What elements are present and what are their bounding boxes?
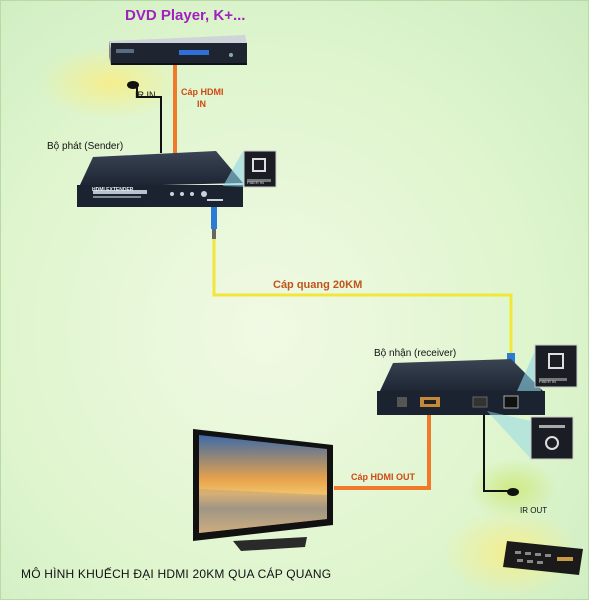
hdmi-in-label-line1: Cáp HDMI <box>181 87 224 97</box>
ir-in-wire <box>136 86 162 153</box>
sender-label: Bộ phát (Sender) <box>47 141 124 152</box>
remote-control-icon <box>503 541 583 575</box>
tv-icon <box>193 429 333 551</box>
sender-brand-text: HDMI EXTENDER <box>92 187 134 193</box>
receiver-ir-callout <box>487 411 574 461</box>
diagram-footer: MÔ HÌNH KHUẾCH ĐẠI HDMI 20KM QUA CÁP QUA… <box>21 567 332 581</box>
receiver-box-icon <box>377 359 545 415</box>
sender-port-text: FIBER IN <box>247 180 264 185</box>
receiver-ir-text: INPUT <box>541 427 553 432</box>
dvd-player-icon <box>109 35 247 65</box>
ir-out-sensor <box>507 488 519 496</box>
receiver-port-callout <box>517 344 578 391</box>
fiber-cable <box>212 226 513 381</box>
sender-port-callout <box>223 150 277 188</box>
hdmi-out-cable <box>334 411 431 490</box>
ir-in-label: IR IN <box>135 90 156 100</box>
ir-out-wire <box>483 409 511 492</box>
ir-in-sensor <box>127 81 139 89</box>
fiber-label: Cáp quang 20KM <box>273 279 363 291</box>
sender-box-icon <box>77 151 243 207</box>
diagram-title: DVD Player, K+... <box>125 7 246 24</box>
hdmi-in-label-line2: IN <box>197 99 206 109</box>
ir-out-label: IR OUT <box>520 506 548 515</box>
receiver-label: Bộ nhận (receiver) <box>374 348 457 359</box>
receiver-port-text: FIBER IN <box>539 379 556 384</box>
hdmi-out-label: Cáp HDMI OUT <box>351 472 415 482</box>
